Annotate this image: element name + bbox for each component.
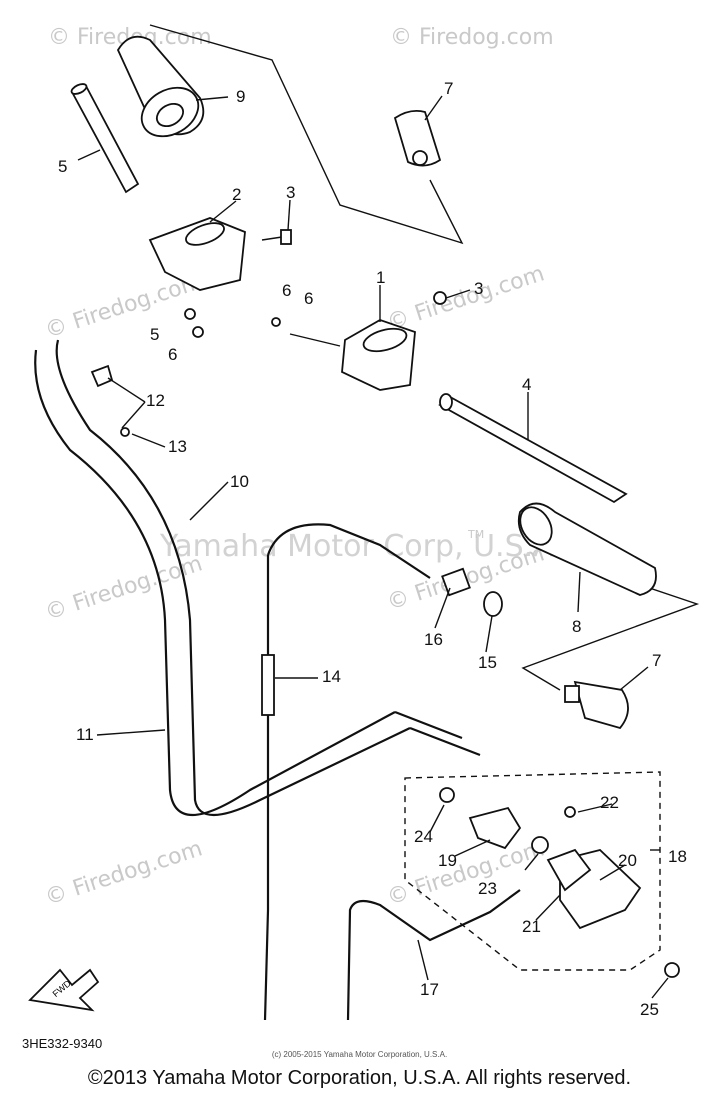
bolt-25 <box>664 962 680 978</box>
cable-17 <box>346 889 521 1021</box>
callout-19: 19 <box>438 851 457 870</box>
throttle-cable-11 <box>34 349 396 816</box>
watermark-top-right: © Firedog.com <box>390 25 554 50</box>
screw-top <box>261 229 292 245</box>
group-outline-top <box>149 24 464 245</box>
watermark-yamaha: Yamaha Motor Corp, U.S.A. <box>159 529 563 564</box>
small-copyright: (c) 2005-2015 Yamaha Motor Corporation, … <box>271 1050 448 1059</box>
handlebar-right <box>438 393 628 504</box>
bar-end-top <box>393 109 442 167</box>
callout-7-right: 7 <box>652 651 661 670</box>
bolt-24 <box>439 787 455 803</box>
callout-18: 18 <box>668 847 687 866</box>
callout-13: 13 <box>168 437 187 456</box>
locknut-15 <box>483 591 503 617</box>
callout-17: 17 <box>420 980 439 999</box>
nut-6-right <box>271 317 281 327</box>
throttle-grip-top <box>116 35 205 138</box>
nut-6-left <box>192 326 204 338</box>
callout-5-right: 6 <box>304 289 313 308</box>
callout-6-left: 6 <box>168 345 177 364</box>
group-outline-18 <box>404 771 661 971</box>
bar-end-right <box>564 680 629 730</box>
screw-13 <box>120 427 130 437</box>
callout-9: 9 <box>236 87 245 106</box>
callout-15: 15 <box>478 653 497 672</box>
watermark-tm: TM <box>467 528 484 541</box>
watermark-left-3: © Firedog.com <box>42 836 205 910</box>
screw-5-right <box>289 333 341 347</box>
lever-holder-19 <box>468 806 522 850</box>
screw-5-left <box>184 308 196 320</box>
callout-14: 14 <box>322 667 341 686</box>
callout-3-right: 3 <box>474 279 483 298</box>
forward-arrow: FWD <box>28 968 100 1012</box>
bracket-12 <box>90 364 114 388</box>
callout-21: 21 <box>522 917 541 936</box>
screw-3-right <box>433 291 447 305</box>
callout-22: 22 <box>600 793 619 812</box>
cable-ends-10-11 <box>394 710 481 757</box>
callout-10: 10 <box>230 472 249 491</box>
cover-21 <box>546 848 592 892</box>
callout-16: 16 <box>424 630 443 649</box>
callout-20: 20 <box>618 851 637 870</box>
bolt-22 <box>564 806 576 818</box>
footer-copyright: ©2013 Yamaha Motor Corporation, U.S.A. A… <box>87 1067 632 1089</box>
callout-3-top: 3 <box>286 183 295 202</box>
watermark-mid-right: © Firedog.com <box>384 261 547 335</box>
switch-housing <box>341 319 416 391</box>
throttle-cable-10 <box>55 339 411 817</box>
callout-7-top: 7 <box>444 79 453 98</box>
throttle-housing <box>148 217 246 291</box>
callout-1: 1 <box>376 268 385 287</box>
callout-25: 25 <box>640 1000 659 1019</box>
washer-23 <box>531 836 549 854</box>
leader-lines <box>77 95 669 999</box>
clutch-cable-sleeve <box>261 654 275 716</box>
callout-24: 24 <box>414 827 433 846</box>
callout-23: 23 <box>478 879 497 898</box>
callout-12: 12 <box>146 391 165 410</box>
watermark-right-3: © Firedog.com <box>384 836 547 910</box>
callout-5-left: 5 <box>150 325 159 344</box>
callout-8: 8 <box>572 617 581 636</box>
callout-11: 11 <box>76 725 94 744</box>
diagram-code: 3HE332-9340 <box>22 1036 103 1051</box>
handlebar-top-left <box>70 83 140 194</box>
callout-4-right: 4 <box>522 375 531 394</box>
grip-right <box>517 502 657 596</box>
callout-2: 2 <box>232 185 241 204</box>
callout-4-left: 5 <box>58 157 67 176</box>
callout-6-right: 6 <box>282 281 291 300</box>
